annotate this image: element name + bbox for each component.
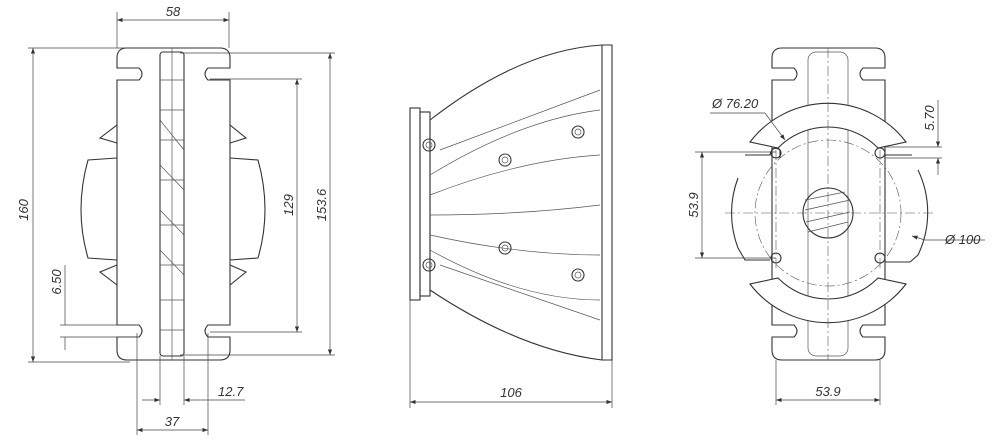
- dim-height-160: 160: [16, 198, 31, 220]
- dim-horizontal-53-9: 53.9: [815, 384, 840, 399]
- outer-ring: [731, 147, 929, 263]
- dim-strip-12-7: 12.7: [218, 384, 244, 399]
- side-flange: [409, 107, 421, 301]
- rear-body: [771, 47, 886, 361]
- dim-slot-6-50: 6.50: [49, 269, 64, 295]
- front-body: [116, 47, 231, 361]
- left-wing: [80, 157, 118, 261]
- dim-depth-106: 106: [500, 385, 522, 400]
- right-fins: [229, 124, 248, 286]
- dim-outer-diameter-100: Ø 100: [944, 232, 981, 247]
- mount-holes: [422, 125, 585, 282]
- front-view: 58 160 153.6 129 6.50 12.7 37: [16, 4, 335, 435]
- dim-height-129: 129: [281, 194, 296, 216]
- dim-bolt-circle-76-20: Ø 76.20: [711, 96, 759, 111]
- dim-width-58: 58: [166, 4, 181, 19]
- horn-body: [429, 44, 613, 361]
- bolt-slots: [770, 147, 886, 264]
- left-fins: [98, 124, 118, 286]
- right-wing: [229, 157, 266, 261]
- dim-vertical-53-9: 53.9: [686, 192, 701, 217]
- rear-view: Ø 76.20 Ø 100 5.70 53.9 53.9: [686, 47, 985, 405]
- dim-slot-5-70: 5.70: [922, 105, 937, 131]
- throat-hub: [802, 187, 854, 239]
- dim-spacing-37: 37: [165, 414, 180, 429]
- side-view: 106: [409, 44, 613, 408]
- dim-height-153-6: 153.6: [314, 188, 329, 221]
